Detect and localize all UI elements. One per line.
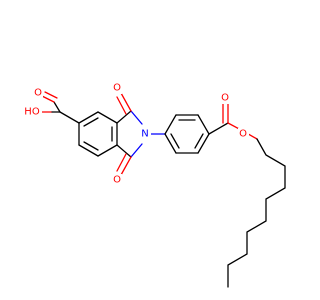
atom-nitrogen: N [141, 129, 148, 140]
label-bg-ester-o-chain [238, 128, 249, 140]
label-bg-ho [22, 106, 42, 118]
bond-ring2-inner-3 [170, 133, 180, 149]
bond-ring1-inner-3 [83, 141, 99, 151]
label-bg-ester-o-carbonyl [220, 92, 231, 104]
bond-imide-n-top [130, 110, 143, 125]
bond-ring2-inner-2 [194, 133, 204, 149]
atom-ho: HO [24, 107, 40, 118]
atom-ester-o-carbonyl: O [221, 93, 229, 104]
bond-imide-n-bottom [130, 143, 143, 158]
bond-imide-o-bottom-a [120, 156, 132, 176]
bond-ring2-d [197, 133, 210, 154]
bond-ring2-ester-c [208, 122, 229, 135]
molecule-canvas: HO O O O N O O [22, 82, 286, 288]
bond-cooh-ring [59, 111, 80, 124]
bond-ring2-a [164, 114, 177, 135]
bond-imide-o-top-b [116, 96, 127, 115]
atom-ester-o-chain: O [239, 129, 247, 140]
label-bg-imide-o-top [112, 82, 122, 94]
bonds [39, 91, 286, 288]
bond-ring1-d [97, 144, 118, 157]
bond-ring1-a [78, 111, 99, 124]
atom-imide-o-bottom: O [113, 175, 121, 186]
bond-ring1-e [78, 144, 99, 157]
bond-ring1-b [97, 111, 118, 124]
bond-imide-bottom-c [116, 144, 132, 158]
bond-cooh-carbon-co [53, 101, 61, 113]
atom-labels: HO O O O N O O [22, 82, 249, 186]
bond-ring1-inner-1 [83, 117, 99, 127]
bond-ring2-f [164, 133, 177, 154]
bond-imide-o-top-a [120, 92, 132, 112]
bond-decyl-chain [227, 138, 286, 288]
bond-imide-o-bottom-b [116, 153, 127, 172]
label-bg-imide-o-bottom [112, 174, 122, 186]
label-bg-acid-o [33, 87, 43, 99]
structure-diagram: HO O O O N O O [22, 82, 286, 288]
bond-c-o-double-a [41, 95, 55, 103]
bond-imide-top-c [116, 110, 132, 124]
bond-c-o-double-b [44, 91, 58, 99]
bond-ring2-c [197, 114, 210, 135]
label-bg-nitrogen [140, 128, 151, 140]
atom-imide-o-top: O [113, 83, 121, 94]
atom-acid-o: O [34, 88, 42, 99]
